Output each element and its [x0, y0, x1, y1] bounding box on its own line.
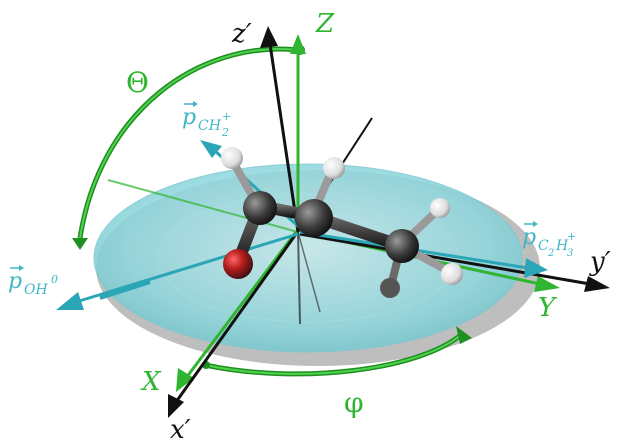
z-lab-label: Z	[315, 9, 335, 39]
svg-text:H: H	[555, 238, 569, 254]
x-lab-label: X	[140, 367, 162, 397]
theta-label: Θ	[126, 66, 149, 99]
svg-text:+: +	[567, 230, 576, 243]
p-oh-arrowhead	[56, 292, 84, 310]
x-lab-axis	[184, 231, 298, 379]
carbon-atom-2	[295, 199, 333, 237]
x-lab-arrowhead	[176, 368, 194, 392]
svg-text:C: C	[538, 238, 549, 254]
svg-text:+: +	[222, 110, 231, 123]
theta-arc-arrowhead	[72, 238, 88, 250]
carbon-atom-1	[243, 191, 277, 225]
svg-text:2: 2	[221, 126, 229, 139]
p-ch2-arrowhead	[200, 140, 222, 158]
svg-text:p: p	[182, 105, 196, 130]
molecule	[221, 147, 463, 298]
theta-arc-highlight	[79, 48, 299, 239]
y-mol-axis	[299, 232, 591, 286]
x-mol-arrowhead	[168, 394, 184, 418]
svg-text:3: 3	[567, 248, 573, 259]
p-c2h3-label: p C 2 H 3 +	[522, 221, 576, 259]
svg-text:0: 0	[51, 273, 58, 286]
y-lab-arrowhead	[534, 276, 560, 292]
y-mol-label: y′	[589, 247, 611, 277]
phi-arc-arrowhead	[456, 326, 472, 344]
oxygen-atom	[223, 249, 253, 279]
x-mol-axis	[174, 233, 298, 403]
hydrogen-atom-4	[441, 263, 463, 285]
svg-text:p: p	[8, 269, 22, 294]
hydrogen-atom-3	[430, 198, 450, 218]
svg-text:2: 2	[547, 248, 554, 259]
p-c2h3-arrowhead	[524, 258, 548, 278]
z-mol-arrowhead	[260, 26, 278, 48]
phi-arc-highlight	[204, 333, 463, 375]
hydrogen-atom-2	[323, 157, 345, 179]
svg-text:y′: y′	[589, 247, 611, 277]
z-mol-label: z′	[231, 19, 252, 49]
p-oh-label: p OH 0	[8, 265, 58, 298]
mol-axis-lower-2	[297, 231, 321, 313]
svg-text:CH: CH	[198, 118, 222, 134]
svg-text:p: p	[522, 225, 536, 250]
x-mol-label: x′	[170, 415, 191, 444]
detector-disk	[93, 163, 523, 353]
svg-text:OH: OH	[24, 282, 48, 298]
y-lab-label: Y	[538, 293, 558, 323]
z-mol-axis	[268, 43, 300, 233]
svg-text:x′: x′	[170, 415, 191, 444]
hydrogen-atom-1	[221, 147, 243, 169]
z-lab-arrowhead	[290, 34, 306, 54]
hydrogen-atom-5	[380, 278, 400, 298]
p-oh-arrow	[75, 232, 299, 304]
y-mol-arrowhead	[584, 276, 610, 292]
p-oh-arrow-tail	[99, 280, 151, 300]
mol-axis-lower	[297, 231, 301, 325]
svg-text:z′: z′	[231, 19, 252, 49]
phi-label: φ	[344, 386, 364, 419]
carbon-atom-3	[385, 229, 419, 263]
p-ch2-label: p CH 2 +	[182, 101, 231, 139]
